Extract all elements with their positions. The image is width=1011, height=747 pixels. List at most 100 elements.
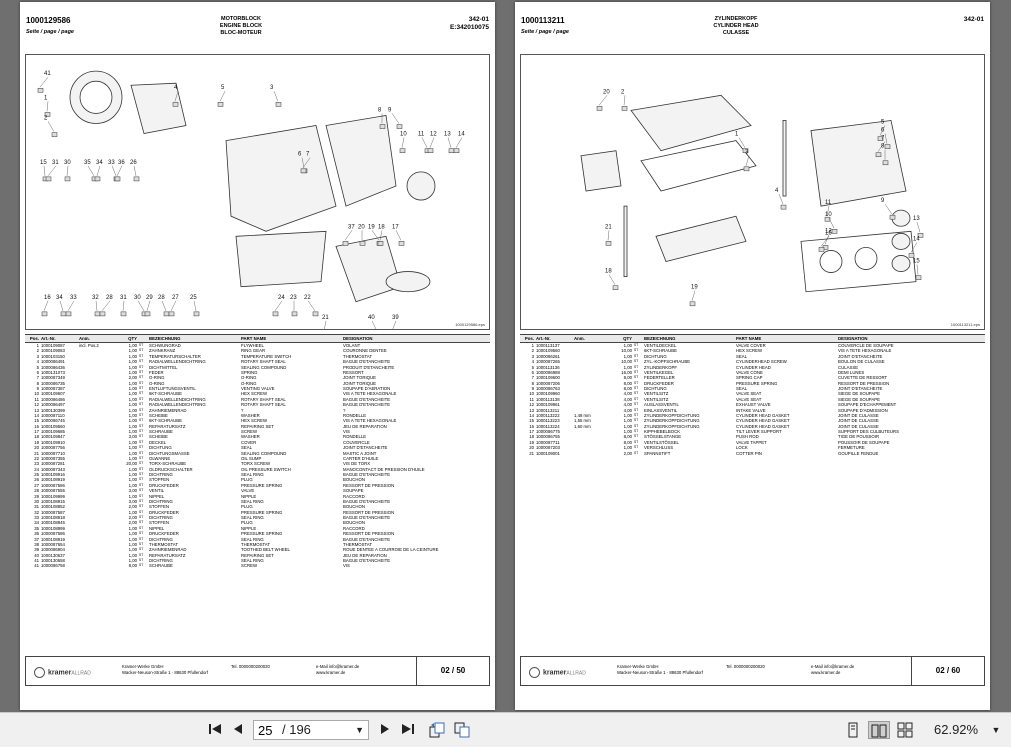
callout-label: 7 bbox=[306, 152, 310, 158]
table-cell-art: 1000103150 bbox=[41, 353, 65, 359]
table-cell-unit: ST bbox=[139, 472, 144, 476]
last-page-button[interactable] bbox=[398, 721, 418, 739]
col-pos: Pos. bbox=[29, 336, 39, 341]
leader-line bbox=[274, 300, 283, 311]
small-part-shape bbox=[37, 87, 44, 93]
table-cell-art: 1000109960 bbox=[536, 391, 560, 397]
scroll-view-button[interactable] bbox=[894, 721, 916, 739]
next-view-button[interactable] bbox=[452, 721, 472, 739]
prev-page-button[interactable] bbox=[228, 721, 248, 739]
table-cell-qty: 1,00 bbox=[623, 418, 632, 424]
callout-label: 17 bbox=[392, 224, 399, 230]
callout-label: 10 bbox=[400, 132, 407, 138]
table-cell-pos: 6 bbox=[531, 369, 534, 375]
page-number-input[interactable] bbox=[258, 722, 280, 738]
table-cell-art: 1000086497 bbox=[41, 402, 65, 408]
chevron-down-icon[interactable]: ▼ bbox=[355, 725, 364, 735]
table-cell-de: RADIALWELLENDICHTRING bbox=[149, 396, 206, 402]
leader-line bbox=[307, 300, 316, 311]
table-cell-en: VENTING VALVE bbox=[241, 386, 275, 391]
table-cell-fr: JOINT D'ETANCHEITE bbox=[838, 353, 883, 359]
leader-line bbox=[916, 222, 921, 233]
small-part-shape bbox=[398, 241, 405, 246]
table-cell-fr: VOLANT bbox=[343, 343, 361, 348]
table-cell-unit: ST bbox=[139, 369, 144, 374]
table-cell-art: 1000108852 bbox=[41, 504, 65, 510]
callout-label: 2 bbox=[621, 89, 625, 95]
table-cell-de: 6KT-SCHRAUBE bbox=[149, 391, 182, 397]
table-cell-pos: 27 bbox=[34, 482, 39, 488]
table-cell-pos: 29 bbox=[34, 493, 39, 499]
table-cell-de: DICHTRING bbox=[149, 472, 173, 477]
callout-label: 20 bbox=[603, 89, 610, 95]
leader-line bbox=[884, 203, 893, 215]
table-cell-art: 1000108915 bbox=[41, 498, 65, 504]
single-page-view-button[interactable] bbox=[842, 721, 864, 739]
zoom-level[interactable]: 62.92% bbox=[934, 722, 979, 737]
small-part-shape bbox=[453, 148, 460, 153]
table-cell-qty: 1,00 bbox=[623, 445, 632, 451]
table-cell-de: O-RING bbox=[149, 375, 165, 381]
two-page-view-button[interactable] bbox=[868, 721, 890, 739]
table-cell-en: LOCK bbox=[736, 445, 748, 451]
table-cell-pos: 15 bbox=[34, 418, 39, 424]
table-cell-art: 1000086745 bbox=[41, 418, 65, 424]
callout-label: 3 bbox=[270, 85, 274, 91]
page-total: / 196 bbox=[282, 722, 311, 737]
brand-sub: ALLRAD bbox=[71, 670, 91, 677]
table-cell-unit: ST bbox=[634, 359, 639, 364]
leader-line bbox=[820, 236, 830, 247]
table-cell-pos: 7 bbox=[36, 375, 39, 381]
table-cell-qty: 1,00 bbox=[128, 450, 137, 456]
table-cell-de: ZYLINDERKOPFDICHTUNG bbox=[644, 418, 700, 424]
table-cell-qty: 1,00 bbox=[128, 445, 137, 451]
small-part-shape bbox=[824, 216, 831, 222]
callout-label: 14 bbox=[458, 132, 465, 138]
table-cell-unit: ST bbox=[634, 445, 639, 450]
leader-line bbox=[324, 320, 327, 329]
leader-line bbox=[219, 91, 226, 102]
small-part-shape bbox=[120, 311, 127, 317]
table-cell-pos: 41 bbox=[34, 563, 39, 569]
callout-label: 13 bbox=[913, 216, 920, 222]
table-cell-art: 1000087711 bbox=[536, 439, 560, 445]
table-cell-qty: 8,00 bbox=[623, 434, 632, 440]
small-part-shape bbox=[379, 124, 386, 129]
rocker-support-shape bbox=[655, 215, 747, 262]
table-cell-fr: JOINT D'ETANCHEITE bbox=[838, 386, 883, 391]
page-number-field[interactable]: / 196 ▼ bbox=[253, 720, 369, 740]
table-cell-unit: ST bbox=[634, 375, 639, 380]
table-cell-unit: ST bbox=[139, 407, 144, 412]
table-cell-pos: 11 bbox=[34, 396, 39, 402]
table-cell-de: ZAHNRIEMENRAD bbox=[149, 547, 187, 553]
block-shape bbox=[225, 125, 337, 232]
table-cell-unit: ST bbox=[634, 364, 639, 369]
small-part-shape bbox=[621, 106, 628, 111]
table-cell-anm bbox=[79, 563, 115, 568]
table-cell-pos: 5 bbox=[531, 364, 534, 370]
table-cell-unit: ST bbox=[139, 418, 144, 423]
table-cell-en: VALVE TAPPET bbox=[736, 439, 767, 445]
table-cell-unit: ST bbox=[139, 498, 144, 503]
group-number: 342-01 bbox=[963, 16, 984, 23]
first-page-button[interactable] bbox=[205, 721, 225, 739]
table-cell-de: VENTILSTÖSSEL bbox=[644, 439, 679, 445]
table-cell-qty: 1,00 bbox=[128, 343, 137, 348]
document-viewport[interactable]: 1000129586 Seite / page / page MOTORBLOC… bbox=[0, 0, 1011, 712]
table-cell-unit: ST bbox=[139, 488, 144, 493]
small-part-shape bbox=[272, 311, 279, 317]
previous-view-button[interactable] bbox=[427, 721, 447, 739]
prev-page-icon bbox=[234, 724, 242, 734]
next-page-button[interactable] bbox=[375, 721, 395, 739]
table-cell-qty: 2,00 bbox=[128, 520, 137, 526]
table-cell-de: VERSCHLUSS bbox=[644, 445, 674, 451]
table-cell-art: 1000087586 bbox=[41, 482, 65, 488]
zoom-dropdown-icon[interactable]: ▼ bbox=[991, 725, 1001, 735]
table-cell-pos: 17 bbox=[529, 429, 534, 434]
